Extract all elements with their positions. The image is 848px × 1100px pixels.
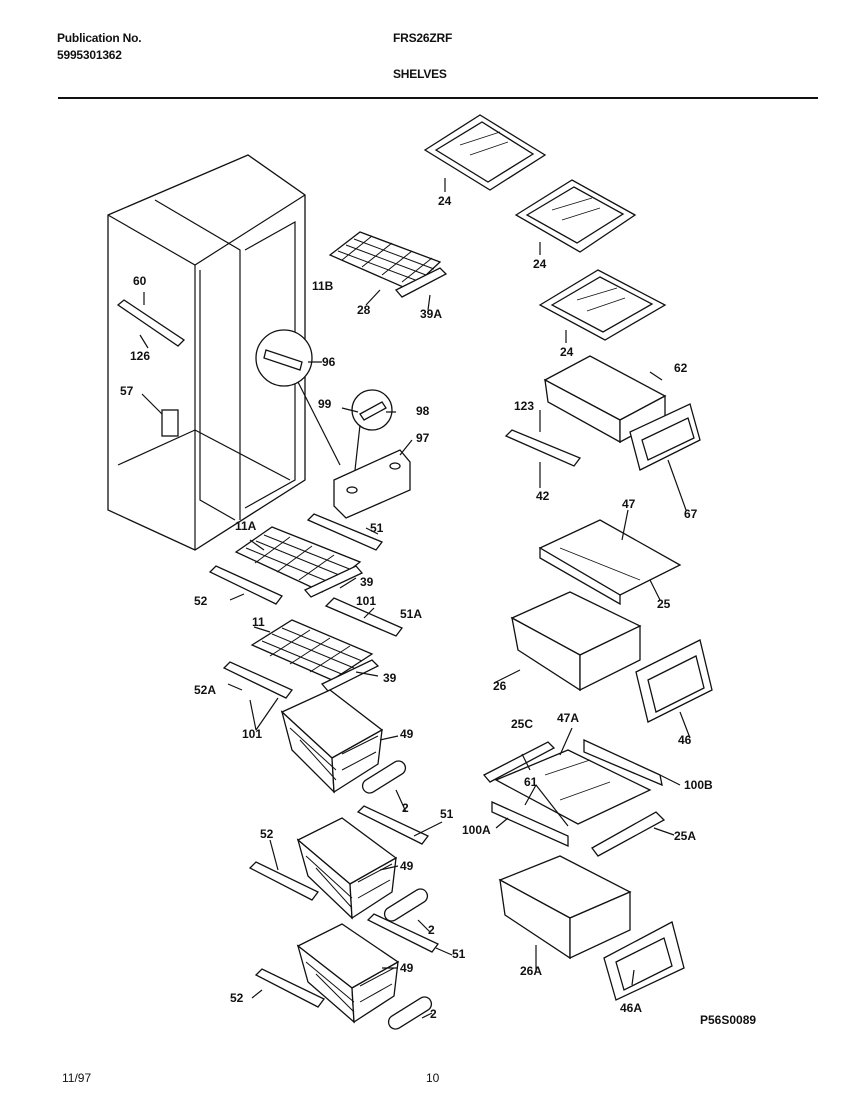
section-title: SHELVES	[393, 67, 447, 81]
basket-middle	[296, 817, 398, 920]
model-number: FRS26ZRF	[393, 31, 453, 45]
part-label: 57	[120, 384, 134, 398]
glass-shelf-middle	[514, 179, 637, 253]
part-label: 2	[430, 1007, 437, 1021]
glass-47a	[491, 738, 663, 848]
part-label: 51A	[400, 607, 422, 621]
cover-67	[629, 403, 701, 471]
part-label: 52	[260, 827, 274, 841]
part-label: 28	[357, 303, 371, 317]
part-label: 42	[536, 489, 550, 503]
pan-62	[543, 355, 667, 444]
part-labels: 24 24 24 11B 28 39A 60 126 96 57 99 98 9…	[120, 194, 713, 1021]
part-label: 11B	[312, 279, 334, 293]
part-label: 51	[370, 521, 384, 535]
part-label: 51	[440, 807, 454, 821]
part-label: 25A	[674, 829, 696, 843]
bracket-97	[161, 329, 411, 519]
part-label: 24	[438, 194, 452, 208]
pan-26	[510, 591, 642, 692]
part-label: 49	[400, 961, 414, 975]
part-label: 61	[524, 775, 538, 789]
glass-shelf-top	[423, 114, 547, 191]
shelf-47	[538, 519, 682, 606]
part-label: 123	[514, 399, 534, 413]
part-label: 46A	[620, 1001, 642, 1015]
part-label: 99	[318, 397, 332, 411]
part-label: 101	[242, 727, 262, 741]
part-label: 52	[194, 594, 208, 608]
part-label: 49	[400, 727, 414, 741]
pan-26a	[498, 855, 632, 960]
part-label: 51	[452, 947, 466, 961]
part-label: 47A	[557, 711, 579, 725]
publication-label: Publication No.	[57, 31, 142, 45]
part-label: 97	[416, 431, 430, 445]
part-label: 2	[402, 801, 409, 815]
part-label: 11A	[235, 519, 257, 533]
basket-lower	[296, 923, 400, 1024]
footer-page-number: 10	[426, 1071, 440, 1085]
part-label: 98	[416, 404, 430, 418]
part-label: 24	[533, 257, 547, 271]
wire-shelf-11b	[328, 231, 448, 298]
part-label: 67	[684, 507, 698, 521]
footer-date: 11/97	[62, 1071, 92, 1085]
part-label: 46	[678, 733, 692, 747]
drawing-code: P56S0089	[700, 1013, 757, 1027]
leader-lines	[139, 178, 691, 1019]
part-label: 100A	[462, 823, 491, 837]
part-label: 39A	[420, 307, 442, 321]
part-label: 52A	[194, 683, 216, 697]
part-label: 62	[674, 361, 688, 375]
part-label: 26A	[520, 964, 542, 978]
part-label: 39	[360, 575, 374, 589]
wire-shelf-11a	[234, 526, 364, 598]
header-divider	[58, 97, 818, 99]
part-label: 11	[252, 615, 265, 629]
part-label: 100B	[684, 778, 713, 792]
part-label: 101	[356, 594, 376, 608]
shelf-rails	[116, 299, 666, 1008]
cover-46a	[603, 921, 685, 1001]
cabinet	[107, 154, 306, 551]
part-label: 60	[133, 274, 147, 288]
part-label: 49	[400, 859, 414, 873]
part-label: 47	[622, 497, 636, 511]
part-label: 25C	[511, 717, 533, 731]
part-label: 2	[428, 923, 435, 937]
glass-shelf-lower	[538, 269, 667, 341]
part-label: 24	[560, 345, 574, 359]
part-label: 96	[322, 355, 336, 369]
part-label: 26	[493, 679, 507, 693]
publication-number: 5995301362	[57, 48, 122, 62]
part-label: 126	[130, 349, 150, 363]
basket-handles	[361, 760, 433, 1030]
wire-shelf-11	[250, 619, 380, 692]
part-label: 25	[657, 597, 671, 611]
part-label: 39	[383, 671, 397, 685]
cover-46	[635, 639, 713, 723]
basket-upper	[280, 689, 384, 794]
part-label: 52	[230, 991, 244, 1005]
